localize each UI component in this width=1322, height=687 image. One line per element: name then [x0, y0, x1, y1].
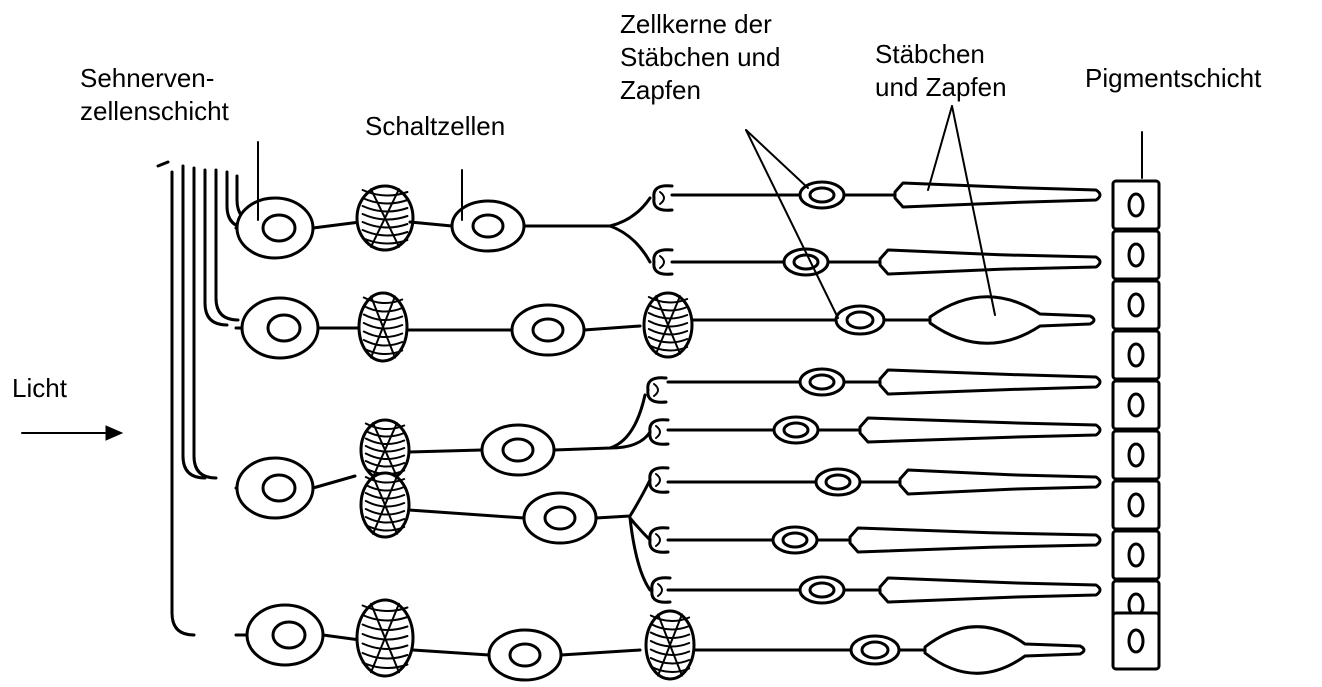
- label-line: Zellkerne der: [620, 8, 780, 41]
- bipolar-dendrite: [409, 510, 524, 518]
- receptor-foot: [660, 256, 664, 268]
- receptor-foot: [650, 528, 668, 553]
- bipolar-axon: [524, 198, 650, 226]
- cone-outer-segment: [925, 627, 1084, 674]
- label-staebchen-zapfen: Stäbchen und Zapfen: [875, 38, 1007, 104]
- pigment-nucleus: [1129, 444, 1143, 466]
- optic-nerve-fiber: [158, 162, 168, 166]
- photoreceptor-nucleus: [810, 188, 834, 202]
- label-zellkerne: Zellkerne der Stäbchen und Zapfen: [620, 8, 780, 107]
- label-line: Zapfen: [620, 74, 780, 107]
- ganglion-dendrite: [313, 222, 360, 228]
- label-line: Stäbchen: [875, 38, 1007, 71]
- bipolar-axon: [561, 650, 640, 655]
- label-sehnervenzellenschicht: Sehnerven- zellenschicht: [80, 62, 229, 128]
- ganglion-dendrite: [313, 476, 355, 488]
- bipolar-axon: [596, 480, 650, 518]
- pointer-line: [952, 106, 995, 315]
- bipolar-axon: [610, 226, 650, 262]
- rod-outer-segment: [850, 528, 1100, 552]
- rod-outer-segment: [860, 418, 1100, 442]
- ganglion-nucleus: [268, 315, 300, 341]
- rod-outer-segment: [895, 183, 1100, 207]
- bipolar-nucleus: [473, 215, 503, 237]
- pigment-nucleus: [1129, 394, 1143, 416]
- rod-outer-segment: [880, 578, 1100, 602]
- receptor-foot: [656, 426, 660, 438]
- receptor-foot: [654, 250, 672, 275]
- receptor-foot: [658, 584, 662, 596]
- photoreceptor-nucleus: [847, 312, 873, 328]
- receptor-foot: [656, 474, 660, 486]
- receptor-foot: [648, 378, 666, 403]
- photoreceptor-nucleus: [826, 475, 850, 489]
- rod-outer-segment: [880, 370, 1100, 394]
- pointer-line: [746, 130, 838, 318]
- bipolar-nucleus: [545, 507, 575, 529]
- pigment-nucleus: [1129, 544, 1143, 566]
- photoreceptor-nucleus: [794, 255, 818, 269]
- cone-outer-segment: [930, 297, 1094, 344]
- bipolar-nucleus: [533, 319, 563, 341]
- bipolar-nucleus: [510, 644, 540, 666]
- label-pigmentschicht: Pigmentschicht: [1085, 62, 1261, 95]
- ganglion-dendrite: [323, 635, 360, 640]
- pointer-line: [928, 106, 952, 190]
- label-line: zellenschicht: [80, 95, 229, 128]
- receptor-foot: [650, 420, 668, 445]
- label-line: Sehnerven-: [80, 62, 229, 95]
- pigment-nucleus: [1129, 294, 1143, 316]
- photoreceptor-nucleus: [810, 375, 834, 389]
- label-schaltzellen: Schaltzellen: [365, 110, 505, 143]
- bipolar-nucleus: [503, 439, 533, 461]
- bipolar-axon: [554, 395, 645, 450]
- receptor-foot: [654, 186, 672, 211]
- bipolar-dendrite: [409, 450, 482, 452]
- photoreceptor-nucleus: [784, 423, 808, 437]
- pigment-nucleus: [1129, 194, 1143, 216]
- label-line: Stäbchen und: [620, 41, 780, 74]
- label-line: Pigmentschicht: [1085, 62, 1261, 95]
- bipolar-dendrite: [413, 650, 489, 655]
- receptor-foot: [650, 468, 668, 493]
- rod-outer-segment: [880, 250, 1100, 274]
- photoreceptor-nucleus: [783, 533, 807, 547]
- bipolar-dendrite: [410, 222, 452, 226]
- label-line: Licht: [12, 372, 67, 405]
- receptor-foot: [654, 384, 658, 396]
- photoreceptor-nucleus: [810, 583, 834, 597]
- pointer-line: [746, 130, 808, 188]
- bipolar-axon: [584, 326, 640, 330]
- pigment-nucleus: [1129, 344, 1143, 366]
- label-line: und Zapfen: [875, 71, 1007, 104]
- ganglion-nucleus: [263, 215, 295, 241]
- light-arrow-head: [106, 426, 122, 440]
- ganglion-nucleus: [263, 475, 295, 501]
- pigment-nucleus: [1129, 244, 1143, 266]
- rod-outer-segment: [900, 470, 1100, 494]
- receptor-foot: [656, 534, 660, 546]
- label-licht: Licht: [12, 372, 67, 405]
- receptor-foot: [660, 192, 664, 204]
- label-line: Schaltzellen: [365, 110, 505, 143]
- photoreceptor-nucleus: [862, 642, 888, 658]
- pigment-nucleus: [1129, 630, 1143, 652]
- pigment-nucleus: [1129, 494, 1143, 516]
- ganglion-nucleus: [273, 622, 305, 648]
